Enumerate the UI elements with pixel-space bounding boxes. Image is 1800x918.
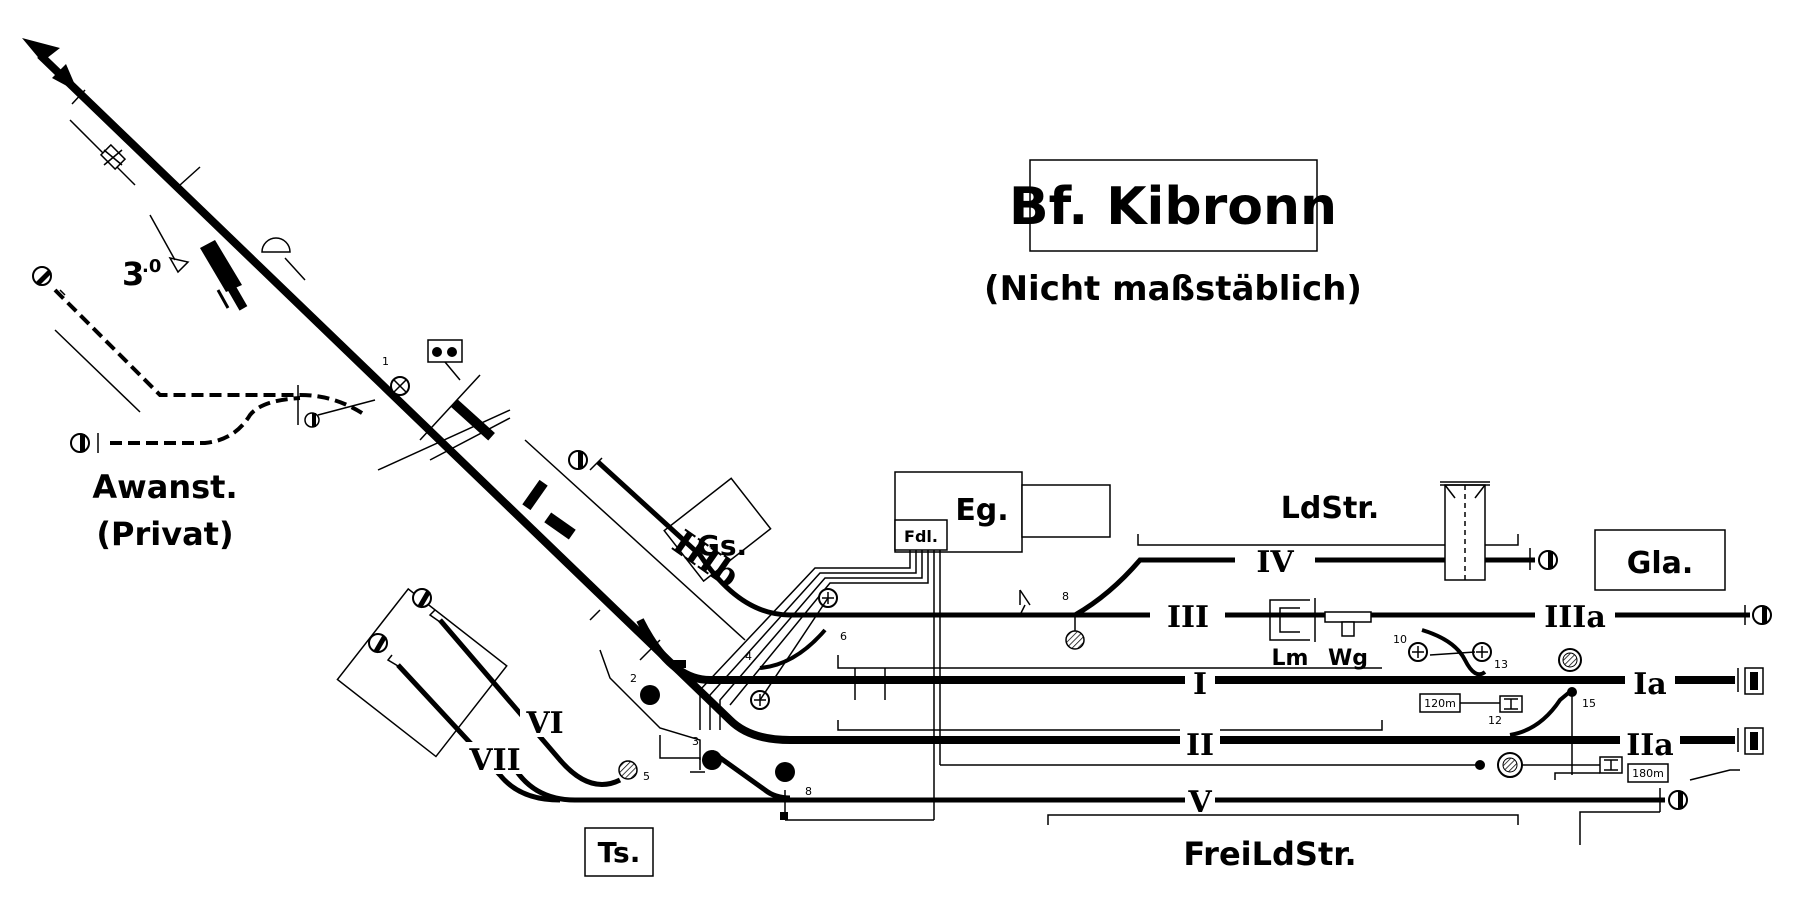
- lm-label: Lm: [1272, 646, 1309, 671]
- track-iii-label: III: [1167, 600, 1209, 635]
- wg-label: Wg: [1328, 646, 1368, 671]
- fdl-label: Fdl.: [904, 527, 938, 546]
- track-v-label: V: [1187, 785, 1212, 820]
- switch-5-label: 5: [643, 770, 650, 783]
- ts-label: Ts.: [598, 836, 641, 869]
- switch-4-label: 3: [692, 735, 699, 748]
- title-box: [1029, 159, 1318, 252]
- switch-8a-icon: [1065, 630, 1085, 650]
- ldstr-label: LdStr.: [1281, 491, 1379, 526]
- arrow-head-down: [52, 64, 78, 92]
- gs-label: Gs.: [697, 529, 747, 562]
- switch-5-icon: [618, 760, 638, 780]
- length-180-box: [1627, 763, 1669, 783]
- switch-8b-label: 8: [805, 785, 812, 798]
- awanst-siding: Awanst. (Privat): [32, 266, 376, 553]
- speed-signal-sup: .0: [142, 256, 161, 277]
- switch-8b-icon: [775, 762, 795, 782]
- speed-signal-label: 3: [122, 255, 144, 293]
- fdl-box: [894, 519, 948, 551]
- main-line: [22, 38, 1735, 744]
- speed-signal: 3 .0: [122, 214, 306, 311]
- switch-2-icon: [640, 685, 660, 705]
- switch-15-label: 15: [1582, 697, 1596, 710]
- switch-3-label: 4: [745, 650, 752, 663]
- switch-12-label: 12: [1488, 714, 1502, 727]
- track-vii-label: VII: [468, 743, 520, 778]
- gla-building: [1594, 529, 1726, 591]
- awanst-label: Awanst.: [92, 468, 237, 506]
- track-ia-label: Ia: [1633, 667, 1666, 702]
- length-180-label: 180m: [1632, 767, 1664, 780]
- length-120-label: 120m: [1424, 697, 1456, 710]
- track-iv-label: IV: [1256, 545, 1294, 580]
- gs-building: [663, 477, 772, 583]
- privat-label: (Privat): [96, 515, 233, 553]
- eg-label: Eg.: [955, 493, 1008, 528]
- station-title: Bf. Kibronn: [1009, 177, 1337, 237]
- switch-10-label: 10: [1393, 633, 1407, 646]
- switch-6-label: 6: [840, 630, 847, 643]
- siding-platform: [336, 587, 508, 758]
- track-vi-label: VI: [525, 706, 563, 741]
- gla-label: Gla.: [1627, 546, 1694, 581]
- track-i-label: I: [1193, 667, 1207, 702]
- track-iiia-label: IIIa: [1544, 600, 1606, 635]
- switch-13-label: 13: [1494, 658, 1508, 671]
- switch-2-label: 2: [630, 672, 637, 685]
- switch-8a-label: 8: [1062, 590, 1069, 603]
- arrow-head-up: [22, 38, 60, 62]
- freildstr-label: FreiLdStr.: [1183, 835, 1356, 873]
- track-iia-label: IIa: [1626, 728, 1674, 763]
- crane-icon: [1440, 481, 1490, 581]
- level-crossing-icon: [69, 119, 136, 186]
- loading-facilities: Lm Wg: [1269, 598, 1372, 671]
- switch-1-label: 1: [382, 355, 389, 368]
- track-ii-label: II: [1186, 728, 1214, 763]
- ts-building: [584, 827, 654, 877]
- signal-cables: [699, 550, 1485, 821]
- station-subtitle: (Nicht maßstäblich): [984, 269, 1362, 309]
